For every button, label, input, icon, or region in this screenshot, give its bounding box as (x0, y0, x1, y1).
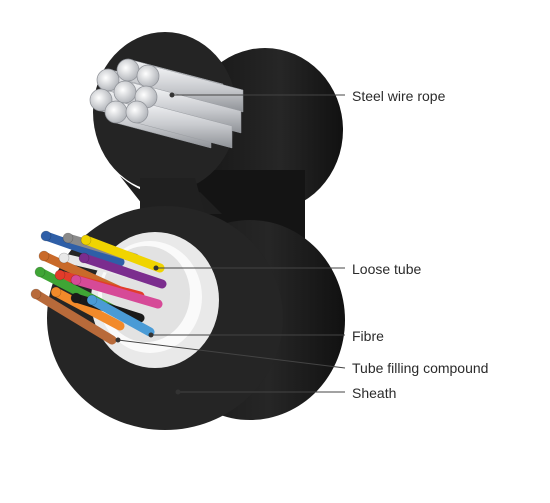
fibre-end (86, 294, 98, 306)
fibre-end (70, 292, 82, 304)
fibre-end (70, 274, 82, 286)
dot-fibre (148, 332, 154, 338)
fibre-end (58, 252, 70, 264)
label-tube-filling-compound: Tube filling compound (352, 360, 489, 376)
leader-lines (117, 94, 346, 393)
fibre-strand (79, 253, 167, 289)
fibre-strand (41, 231, 125, 267)
steel-wire-end (104, 100, 128, 124)
fibre-end (34, 266, 46, 278)
steel-wire-end (136, 64, 160, 88)
fibre-end (54, 269, 66, 281)
steel-wire-end (96, 68, 120, 92)
fibre-end (50, 286, 62, 298)
label-fibre: Fibre (352, 328, 384, 344)
fibre-strand (51, 287, 125, 331)
leader-dots (115, 92, 181, 395)
steel-wire-rope (89, 58, 244, 149)
fibre-end (40, 230, 52, 242)
fibre-strand (71, 275, 163, 309)
fibre-strand (31, 289, 117, 345)
fibre-strand (81, 235, 165, 273)
dot-steel (169, 92, 175, 98)
dot-sheath (175, 389, 181, 395)
dot-loose-tube (153, 265, 159, 271)
fibre-end (30, 288, 42, 300)
steel-wire-end (125, 100, 149, 124)
fibre-bundle (30, 230, 167, 345)
fibre-end (62, 232, 74, 244)
steel-wire-end (113, 80, 137, 104)
steel-wire-end (89, 88, 113, 112)
sheath-neck (140, 178, 205, 214)
dot-filling (115, 337, 121, 343)
label-loose-tube: Loose tube (352, 261, 422, 277)
leader-filling (117, 339, 346, 369)
label-steel-wire-rope: Steel wire rope (352, 88, 446, 104)
fibre-strand (87, 295, 155, 337)
label-sheath: Sheath (352, 385, 397, 401)
fibre-end (80, 234, 92, 246)
steel-wire-end (116, 58, 140, 82)
fibre-end (38, 250, 50, 262)
fibre-end (78, 252, 90, 264)
